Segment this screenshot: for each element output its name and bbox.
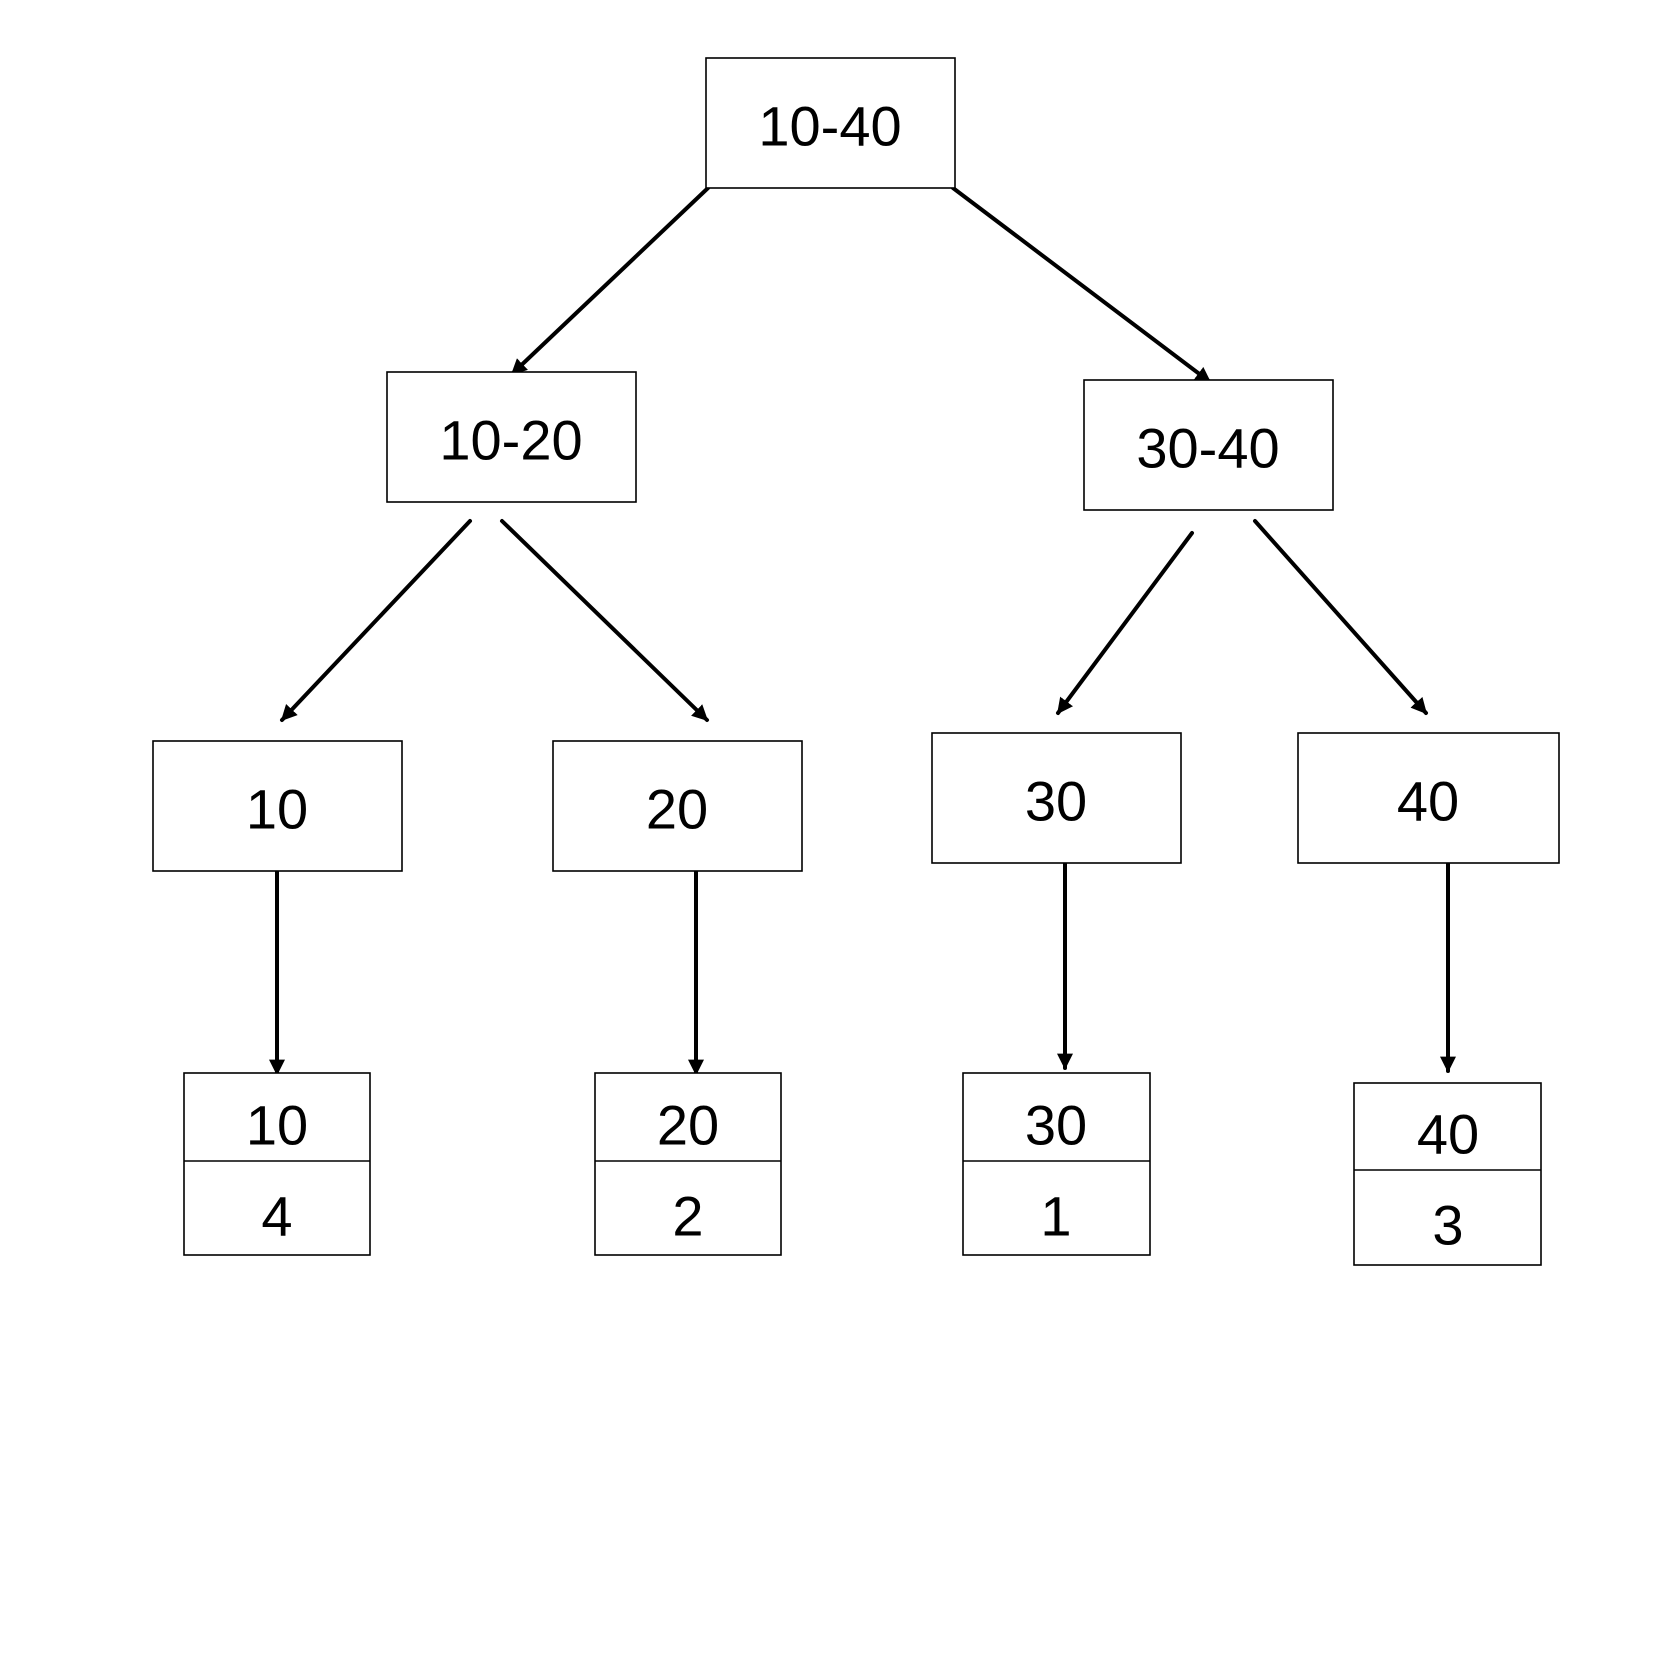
edge-root-to-right bbox=[951, 186, 1212, 384]
record-value-40: 3 bbox=[1432, 1194, 1463, 1257]
record-key-40: 40 bbox=[1417, 1103, 1479, 1166]
record-key-30: 30 bbox=[1025, 1094, 1087, 1157]
edge-left-to-leaf-20 bbox=[500, 519, 709, 722]
leaf-node-30-label: 30 bbox=[1025, 770, 1087, 833]
root-node-label: 10-40 bbox=[758, 95, 901, 158]
root-node: 10-40 bbox=[705, 57, 956, 189]
edge-left-to-leaf-10 bbox=[280, 519, 472, 722]
edge-right-to-leaf-40 bbox=[1253, 519, 1428, 715]
leaf-node-20: 20 bbox=[552, 740, 803, 872]
right-child-node-label: 30-40 bbox=[1136, 417, 1279, 480]
record-box-40: 40 3 bbox=[1353, 1082, 1542, 1266]
leaf-node-10-label: 10 bbox=[246, 778, 308, 841]
record-key-10: 10 bbox=[246, 1094, 308, 1157]
record-box-30: 30 1 bbox=[962, 1072, 1151, 1256]
record-value-10: 4 bbox=[261, 1185, 292, 1248]
left-child-node-label: 10-20 bbox=[439, 409, 582, 472]
record-key-20: 20 bbox=[657, 1094, 719, 1157]
record-value-20: 2 bbox=[672, 1185, 703, 1248]
record-box-20: 20 2 bbox=[594, 1072, 782, 1256]
leaf-node-10: 10 bbox=[152, 740, 403, 872]
edge-right-to-leaf-30 bbox=[1056, 531, 1194, 715]
right-child-node: 30-40 bbox=[1083, 379, 1334, 511]
record-box-10: 10 4 bbox=[183, 1072, 371, 1256]
edge-root-to-left bbox=[510, 186, 710, 376]
edges bbox=[269, 186, 1456, 1076]
record-value-30: 1 bbox=[1040, 1185, 1071, 1248]
leaf-node-40-label: 40 bbox=[1397, 770, 1459, 833]
leaf-node-20-label: 20 bbox=[646, 778, 708, 841]
leaf-node-30: 30 bbox=[931, 732, 1182, 864]
left-child-node: 10-20 bbox=[386, 371, 637, 503]
leaf-node-40: 40 bbox=[1297, 732, 1560, 864]
